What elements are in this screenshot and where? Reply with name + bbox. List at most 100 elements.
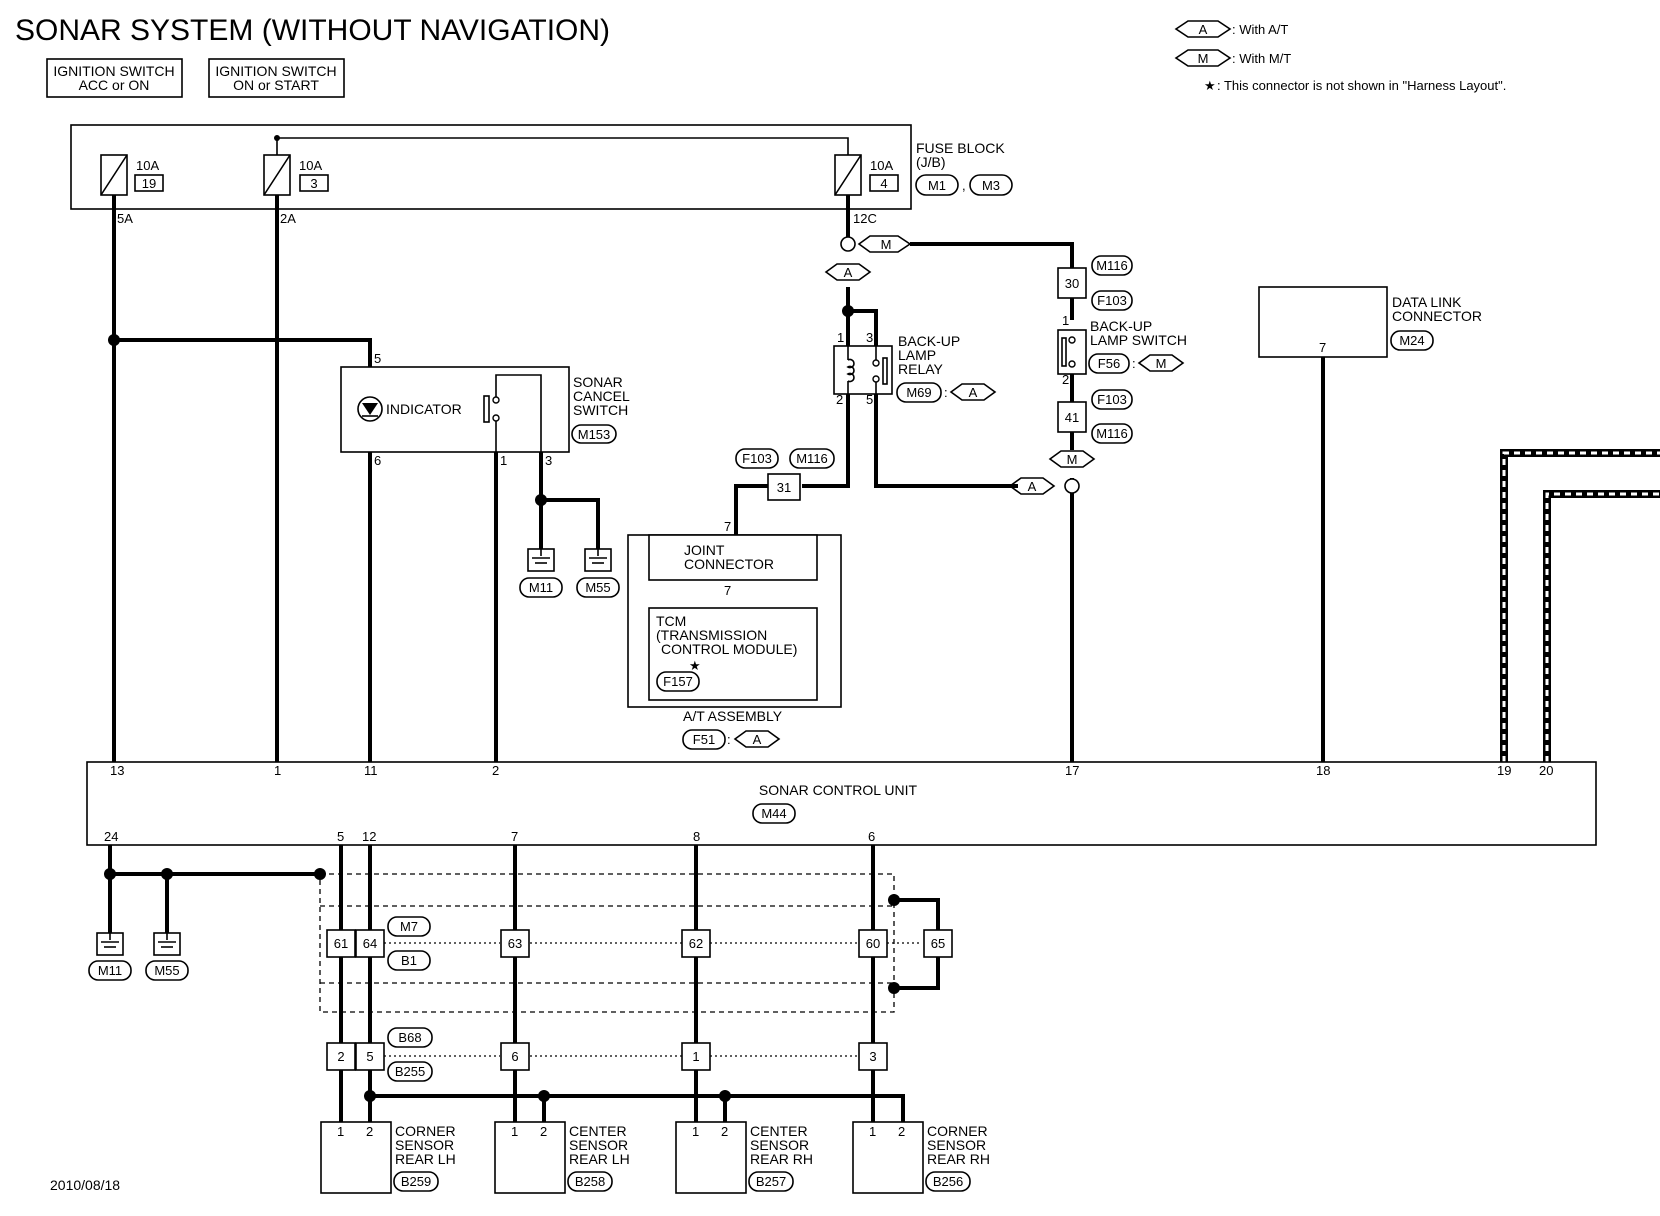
cancel-switch-icon <box>483 374 542 452</box>
fuse-block-conn2-oval <box>969 174 1013 196</box>
route-tag-m-top <box>857 235 912 253</box>
data-link-connector: 7 DATA LINK CONNECTOR M24 <box>1258 286 1482 358</box>
harness1-term-61: 61 <box>334 936 348 951</box>
cancel-label-1: SONAR <box>573 374 623 390</box>
switch-pin-1: 1 <box>1062 313 1069 328</box>
relay-label-3: RELAY <box>898 361 944 377</box>
tcm-module: TCM (TRANSMISSION CONTROL MODULE) ★ F157 <box>648 607 818 701</box>
route-tag-m-top-text: M <box>881 237 892 252</box>
route-tag-a-mid <box>1008 477 1056 495</box>
fuse-pin-12c: 12C <box>853 211 877 226</box>
route-tag-m-mid-text: M <box>1067 452 1078 467</box>
cancel-label-3: SWITCH <box>573 402 628 418</box>
fuse-3-amp: 10A <box>299 158 322 173</box>
inline-30-num: 30 <box>1065 276 1079 291</box>
backup-lamp-relay: 1 3 2 5 BACK-UP LAMP RELAY M69 : A <box>833 330 997 407</box>
sensor-rh-corner-pin2: 2 <box>898 1124 905 1139</box>
tcm-label-3: CONTROL MODULE) <box>661 641 797 657</box>
sensor-lh-center-conn: B258 <box>575 1174 605 1189</box>
relay-pin-5: 5 <box>866 392 873 407</box>
legend-m-tag <box>1174 49 1232 67</box>
route-tag-a-top-text: A <box>844 265 853 280</box>
diagram-date: 2010/08/18 <box>50 1177 120 1193</box>
relay-variant: A <box>969 385 978 400</box>
tcm-label-2: (TRANSMISSION <box>656 627 767 643</box>
fuse-block-label2: (J/B) <box>916 154 946 170</box>
at-assembly-variant: A <box>753 732 762 747</box>
sensor-lh-corner-l3: REAR LH <box>395 1151 456 1167</box>
fuse-19: 10A 19 <box>100 154 164 196</box>
inline-31-c2: M116 <box>796 451 828 466</box>
scu-pin-5: 5 <box>337 829 344 844</box>
ground-m11-bottom: M11 <box>88 932 132 981</box>
tcm-star-icon: ★ <box>689 658 701 673</box>
harness1-term-64: 64 <box>363 936 377 951</box>
route-tag-a-top <box>824 263 872 281</box>
switch-variant: M <box>1156 356 1167 371</box>
inline-connector-30: M116 30 F103 <box>1057 255 1133 311</box>
scu-pin-13: 13 <box>110 763 124 778</box>
scu-pin-17: 17 <box>1065 763 1079 778</box>
route-tag-a-mid-text: A <box>1028 479 1037 494</box>
sensor-rh-corner-conn: B256 <box>933 1174 963 1189</box>
legend-a-code: A <box>1199 22 1208 37</box>
route-tag-m-mid <box>1048 450 1096 468</box>
harness1-term-65: 65 <box>931 936 945 951</box>
sensor-rh-center-pin2: 2 <box>721 1124 728 1139</box>
fuse-pin-2a: 2A <box>280 211 296 226</box>
diagram-title: SONAR SYSTEM (WITHOUT NAVIGATION) <box>15 14 610 47</box>
fuse-block-sep: , <box>962 178 966 193</box>
tcm-conn: F157 <box>663 674 693 689</box>
switch-label-2: LAMP SWITCH <box>1090 332 1187 348</box>
sensor-rh-center-conn: B257 <box>756 1174 786 1189</box>
data-link-conn: M24 <box>1399 333 1424 348</box>
cancel-conn: M153 <box>578 427 611 442</box>
harness-b68-b255: B68 B255 2 5 6 1 3 <box>326 1027 888 1082</box>
scu-pin-18: 18 <box>1316 763 1330 778</box>
switch-conn: F56 <box>1098 356 1120 371</box>
sensor-rh-center-l1: CENTER <box>750 1123 808 1139</box>
ground-m55-top: M55 <box>576 548 620 598</box>
sensor-center-rear-rh: 1 2 CENTER SENSOR REAR RH B257 <box>675 1121 813 1194</box>
scu-label: SONAR CONTROL UNIT <box>759 782 918 798</box>
harness2-term-2: 2 <box>337 1049 344 1064</box>
scu-pin-11: 11 <box>364 763 378 778</box>
sensor-lh-center-pin1: 1 <box>511 1124 518 1139</box>
scu-pin-2: 2 <box>492 763 499 778</box>
inline-41-c1: F103 <box>1097 392 1127 407</box>
at-assembly-variant-tag <box>733 730 781 748</box>
sensor-lh-center-l3: REAR LH <box>569 1151 630 1167</box>
relay-contact-icon <box>872 346 888 394</box>
inline-30-c2: F103 <box>1097 293 1127 308</box>
cancel-label-2: CANCEL <box>573 388 630 404</box>
cancel-pin-5: 5 <box>374 351 381 366</box>
harness1-term-62: 62 <box>689 936 703 951</box>
relay-coil-icon <box>846 346 855 394</box>
fuse-3-num: 3 <box>310 176 317 191</box>
fuse-block: 10A 19 10A 3 10A 4 FUSE BLOCK (J/B) M1 ,… <box>70 124 1013 226</box>
relay-label-1: BACK-UP <box>898 333 960 349</box>
indicator-led-icon <box>357 396 383 422</box>
inline-41-c2: M116 <box>1096 426 1128 441</box>
fuse-block-conn1-oval <box>915 174 959 196</box>
ign-on-line2: ON or START <box>233 77 319 93</box>
switch-variant-tag <box>1137 354 1185 372</box>
data-link-pin: 7 <box>1319 340 1326 355</box>
scu-pin-1: 1 <box>274 763 281 778</box>
harness2-term-3: 3 <box>869 1049 876 1064</box>
harness2-term-5: 5 <box>366 1049 373 1064</box>
ground-icon <box>96 932 124 956</box>
harness2-term-6: 6 <box>511 1049 518 1064</box>
relay-conn: M69 <box>906 385 931 400</box>
harness1-term-60: 60 <box>866 936 880 951</box>
tcm-label-1: TCM <box>656 613 686 629</box>
joint-pin-top: 7 <box>724 519 731 534</box>
fuse-4-amp: 10A <box>870 158 893 173</box>
sensor-lh-corner-pin2: 2 <box>366 1124 373 1139</box>
sonar-control-unit: 13 1 11 2 17 18 19 20 SONAR CONTROL UNIT… <box>86 761 1597 846</box>
ground-bottom-m55-label: M55 <box>154 963 179 978</box>
inline-connector-41: F103 41 M116 <box>1057 389 1133 444</box>
scu-pin-24: 24 <box>104 829 118 844</box>
cancel-conn-oval <box>571 424 617 444</box>
harness1-term-63: 63 <box>508 936 522 951</box>
